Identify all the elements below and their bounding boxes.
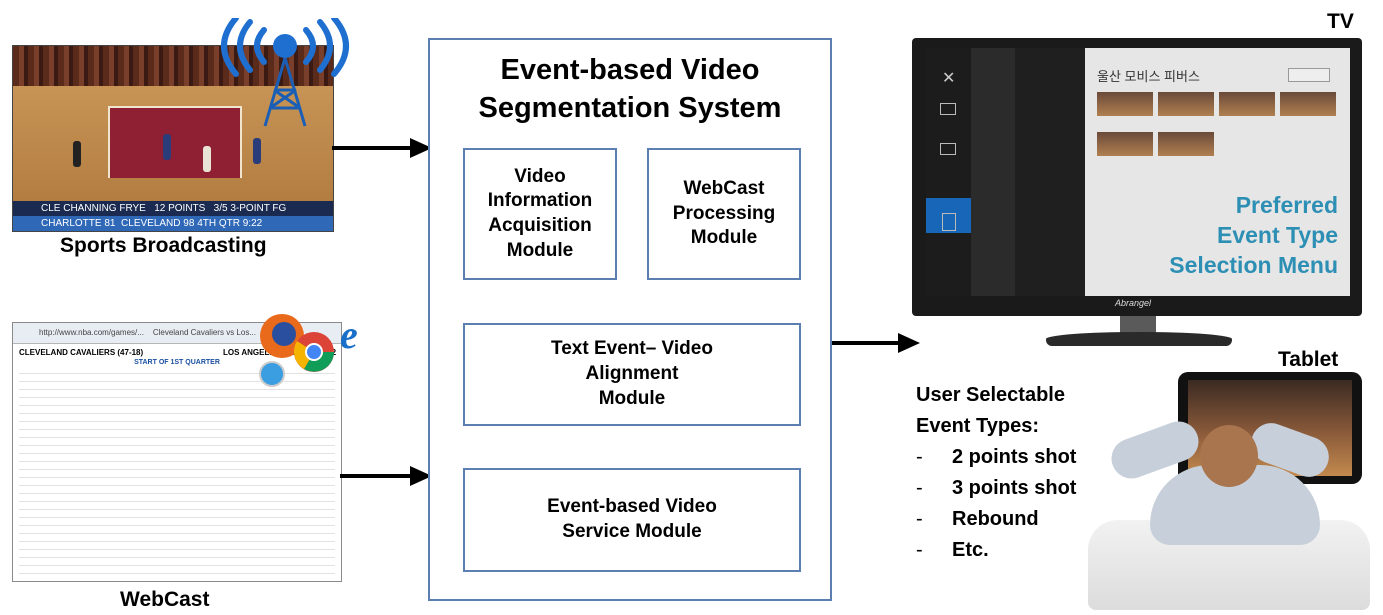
scoreboard: CLE CHANNING FRYE 12 POINTS 3/5 3-POINT … <box>13 201 333 231</box>
game-clock: 9:22 <box>242 218 263 229</box>
system-title-line-1: Event-based Video <box>500 54 760 86</box>
video-thumbnail <box>1097 132 1153 156</box>
phone-icon <box>942 213 956 231</box>
player-figure <box>73 141 81 167</box>
event-type-item: -Etc. <box>916 539 989 561</box>
sports-broadcasting-label: Sports Broadcasting <box>60 234 267 257</box>
selected-menu-item <box>926 198 971 233</box>
tv-search-box <box>1288 68 1330 82</box>
close-icon: ✕ <box>942 70 956 87</box>
browser-address-bar: http://www.nba.com/games/... Cleveland C… <box>13 323 341 344</box>
home-team: CLEVELAND <box>121 218 181 229</box>
event-type-item: -3 points shot <box>916 477 1077 499</box>
scoreboard-row-2: CHARLOTTE 81 CLEVELAND 98 4TH QTR 9:22 <box>13 216 333 231</box>
arrow-system-to-tv <box>832 341 900 345</box>
player-figure <box>203 146 211 172</box>
user-selectable-event-types: User Selectable Event Types: -2 points s… <box>916 380 1076 566</box>
scoreboard-player: CLE CHANNING FRYE <box>41 203 146 214</box>
arrowhead <box>410 466 432 486</box>
tv-menu-icon <box>940 103 956 115</box>
tv-base <box>1046 332 1232 346</box>
scoreboard-row-1: CLE CHANNING FRYE 12 POINTS 3/5 3-POINT … <box>13 201 333 216</box>
video-thumbnail <box>1158 132 1214 156</box>
text-event-video-alignment-module: Text Event– Video Alignment Module <box>463 323 801 426</box>
quarter-label: START OF 1ST QUARTER <box>134 359 220 366</box>
tv-sidebar: ✕ <box>926 48 971 296</box>
home-team-header: CLEVELAND CAVALIERS (47-18) <box>19 348 144 357</box>
arrow-webcast-to-system <box>340 474 412 478</box>
period: 4TH QTR <box>197 218 240 229</box>
tv-category-column <box>971 48 1015 296</box>
person-head <box>1200 425 1258 487</box>
away-team: CHARLOTTE <box>41 218 102 229</box>
video-thumbnail <box>1097 92 1153 116</box>
tv-team-column <box>1015 48 1085 296</box>
video-thumbnail <box>1219 92 1275 116</box>
scoreboard-points: 12 POINTS <box>154 203 206 214</box>
event-types-title-line-2: Event Types: <box>916 415 1039 437</box>
arrowhead <box>410 138 432 158</box>
browser-url: http://www.nba.com/games/... <box>39 328 144 337</box>
tv-label: TV <box>1327 10 1354 33</box>
away-score: 81 <box>104 218 116 229</box>
segmentation-system-box: Event-based Video Segmentation System Vi… <box>428 38 832 601</box>
event-type-item: -2 points shot <box>916 446 1077 468</box>
tv-screen: ✕ 울산 모비스 피버스 Preferred Event Type Select… <box>926 48 1350 296</box>
browser-tab: Cleveland Cavaliers vs Los... <box>152 328 256 337</box>
event-type-item: -Rebound <box>916 508 1039 530</box>
event-types-title-line-1: User Selectable <box>916 384 1065 406</box>
player-figure <box>253 138 261 164</box>
player-figure <box>163 134 171 160</box>
preferred-event-type-menu-label: Preferred Event Type Selection Menu <box>1169 192 1338 278</box>
camera-icon <box>940 143 956 155</box>
event-based-video-service-module: Event-based Video Service Module <box>463 468 801 572</box>
scoreboard-stat: 3/5 3-POINT FG <box>213 203 287 214</box>
system-title: Event-based Video Segmentation System <box>430 52 830 127</box>
broadcast-antenna-icon <box>221 18 349 127</box>
arrowhead <box>898 333 920 353</box>
tv-screen-title: 울산 모비스 피버스 <box>1097 69 1200 84</box>
tv-brand: Abrangel <box>1115 298 1152 308</box>
play-by-play-lines <box>13 366 341 581</box>
video-thumbnail <box>1280 92 1336 116</box>
webcast-label: WebCast <box>120 588 210 611</box>
ie-icon: e <box>340 312 358 357</box>
safari-icon <box>259 361 285 387</box>
browser-logos: e <box>259 312 358 387</box>
tablet-label: Tablet <box>1278 348 1339 371</box>
system-title-line-2: Segmentation System <box>478 91 782 124</box>
video-thumbnail <box>1158 92 1214 116</box>
webcast-image: http://www.nba.com/games/... Cleveland C… <box>12 322 342 582</box>
video-information-acquisition-module: Video Information Acquisition Module <box>463 148 617 280</box>
home-score: 98 <box>183 218 195 229</box>
arrow-broadcast-to-system <box>332 146 412 150</box>
court-key <box>108 106 242 178</box>
webcast-processing-module: WebCast Processing Module <box>647 148 801 280</box>
